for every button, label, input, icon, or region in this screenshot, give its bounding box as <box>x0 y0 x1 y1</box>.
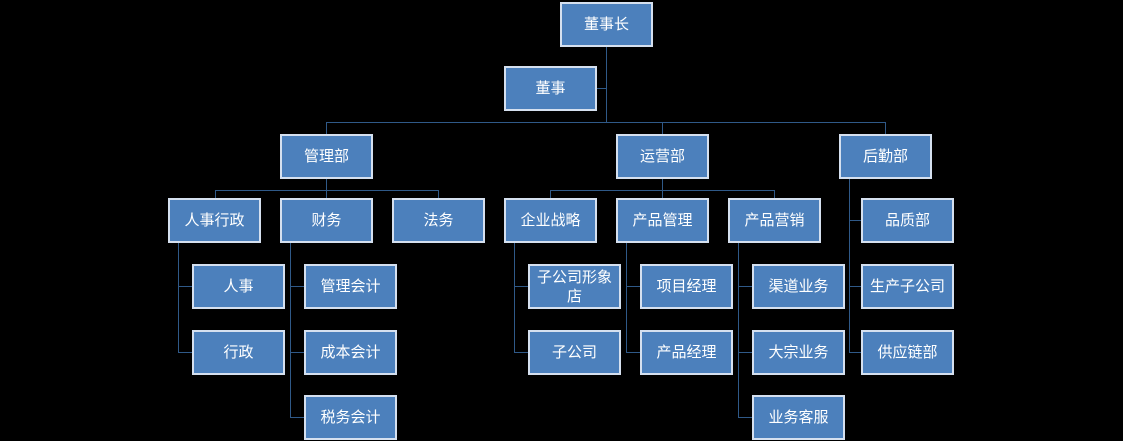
connector-line <box>290 243 291 418</box>
org-node-finance[interactable]: 财务 <box>280 198 373 243</box>
org-node-logistics-dept[interactable]: 后勤部 <box>839 134 932 179</box>
connector-line <box>215 190 216 198</box>
org-node-product-manager[interactable]: 产品经理 <box>640 330 733 375</box>
org-node-subsidiary[interactable]: 子公司 <box>528 330 621 375</box>
connector-line <box>662 179 663 190</box>
connector-line <box>662 122 663 134</box>
org-node-quality-dept[interactable]: 品质部 <box>861 198 954 243</box>
connector-line <box>626 286 640 287</box>
connector-line <box>738 417 752 418</box>
org-node-production-subsidiary[interactable]: 生产子公司 <box>861 264 954 309</box>
connector-line <box>178 243 179 353</box>
org-node-supply-chain-dept[interactable]: 供应链部 <box>861 330 954 375</box>
connector-line <box>849 220 861 221</box>
org-node-bulk-business[interactable]: 大宗业务 <box>752 330 845 375</box>
org-node-management-dept[interactable]: 管理部 <box>280 134 373 179</box>
org-node-corporate-strategy[interactable]: 企业战略 <box>504 198 597 243</box>
connector-line <box>290 417 304 418</box>
org-node-hr[interactable]: 人事 <box>192 264 285 309</box>
connector-line <box>514 286 528 287</box>
connector-line <box>215 190 439 191</box>
org-node-cost-accounting[interactable]: 成本会计 <box>304 330 397 375</box>
connector-line <box>774 190 775 198</box>
org-node-operations-dept[interactable]: 运营部 <box>616 134 709 179</box>
connector-line <box>178 352 192 353</box>
org-node-hr-admin[interactable]: 人事行政 <box>168 198 261 243</box>
connector-line <box>514 243 515 353</box>
connector-line <box>290 286 304 287</box>
org-node-chairman[interactable]: 董事长 <box>560 2 653 47</box>
org-node-admin[interactable]: 行政 <box>192 330 285 375</box>
org-node-project-manager[interactable]: 项目经理 <box>640 264 733 309</box>
connector-line <box>438 190 439 198</box>
connector-line <box>550 190 551 198</box>
connector-line <box>290 352 304 353</box>
org-node-subsidiary-image-store[interactable]: 子公司形象店 <box>528 264 621 309</box>
org-node-board[interactable]: 董事 <box>504 66 597 111</box>
org-node-legal[interactable]: 法务 <box>392 198 485 243</box>
connector-line <box>849 179 850 353</box>
org-node-product-marketing[interactable]: 产品营销 <box>728 198 821 243</box>
connector-line <box>178 286 192 287</box>
org-node-business-customer-service[interactable]: 业务客服 <box>752 395 845 440</box>
org-node-product-management[interactable]: 产品管理 <box>616 198 709 243</box>
connector-line <box>326 190 327 198</box>
connector-line <box>514 352 528 353</box>
connector-line <box>662 190 663 198</box>
connector-line <box>738 243 739 418</box>
connector-line <box>849 352 861 353</box>
connector-line <box>597 88 606 89</box>
connector-line <box>849 286 861 287</box>
connector-line <box>326 122 886 123</box>
org-node-channel-business[interactable]: 渠道业务 <box>752 264 845 309</box>
connector-line <box>626 352 640 353</box>
connector-line <box>326 122 327 134</box>
org-node-tax-accounting[interactable]: 税务会计 <box>304 395 397 440</box>
connector-line <box>738 352 752 353</box>
connector-line <box>738 286 752 287</box>
connector-line <box>626 243 627 353</box>
connector-line <box>326 179 327 190</box>
connector-line <box>885 122 886 134</box>
org-node-management-accounting[interactable]: 管理会计 <box>304 264 397 309</box>
connector-line <box>606 47 607 122</box>
